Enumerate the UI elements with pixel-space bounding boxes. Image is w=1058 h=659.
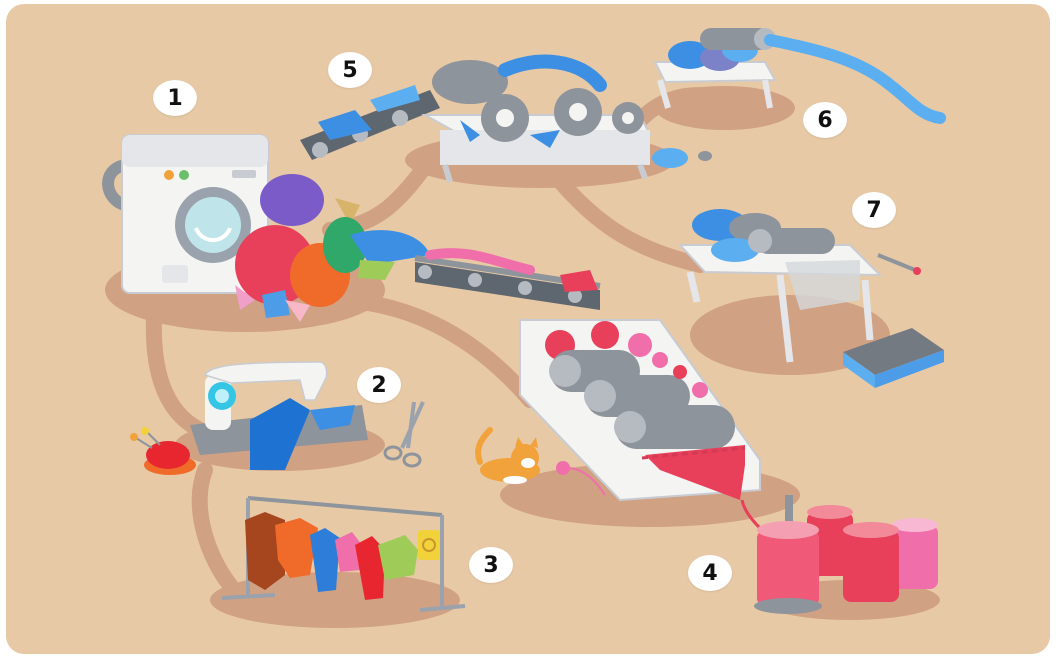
sewing-machine-icon (190, 361, 368, 470)
fiber-press-icon (653, 28, 946, 124)
step-number: 3 (483, 552, 499, 578)
step-badge-5: 5 (328, 52, 372, 88)
conveyor-belt-upper (300, 85, 440, 160)
step-number: 6 (817, 107, 833, 133)
clothes-pile-icon (235, 174, 430, 322)
step-number: 2 (371, 372, 387, 398)
scissors-icon (383, 401, 425, 468)
fiber-shredder-icon (421, 54, 712, 183)
step-badge-2: 2 (357, 367, 401, 403)
pincushion-icon (130, 427, 196, 475)
cat-icon (475, 427, 540, 484)
step-badge-6: 6 (803, 102, 847, 138)
conveyor-belt-lower (414, 248, 601, 310)
step-number: 4 (702, 560, 718, 586)
carding-machine-icon (519, 319, 761, 502)
step-badge-3: 3 (469, 547, 513, 583)
step-badge-7: 7 (852, 192, 896, 228)
step-number: 5 (342, 57, 358, 83)
step-badge-4: 4 (688, 555, 732, 591)
felt-board-press-icon (677, 209, 944, 388)
yarn-ball-icon (556, 461, 606, 496)
clothes-rack-icon (221, 496, 466, 612)
step-number: 1 (167, 85, 183, 111)
step-badge-1: 1 (153, 80, 197, 116)
washing-machine-icon (102, 134, 269, 294)
thread-spools-icon (754, 495, 938, 614)
step-number: 7 (866, 197, 882, 223)
